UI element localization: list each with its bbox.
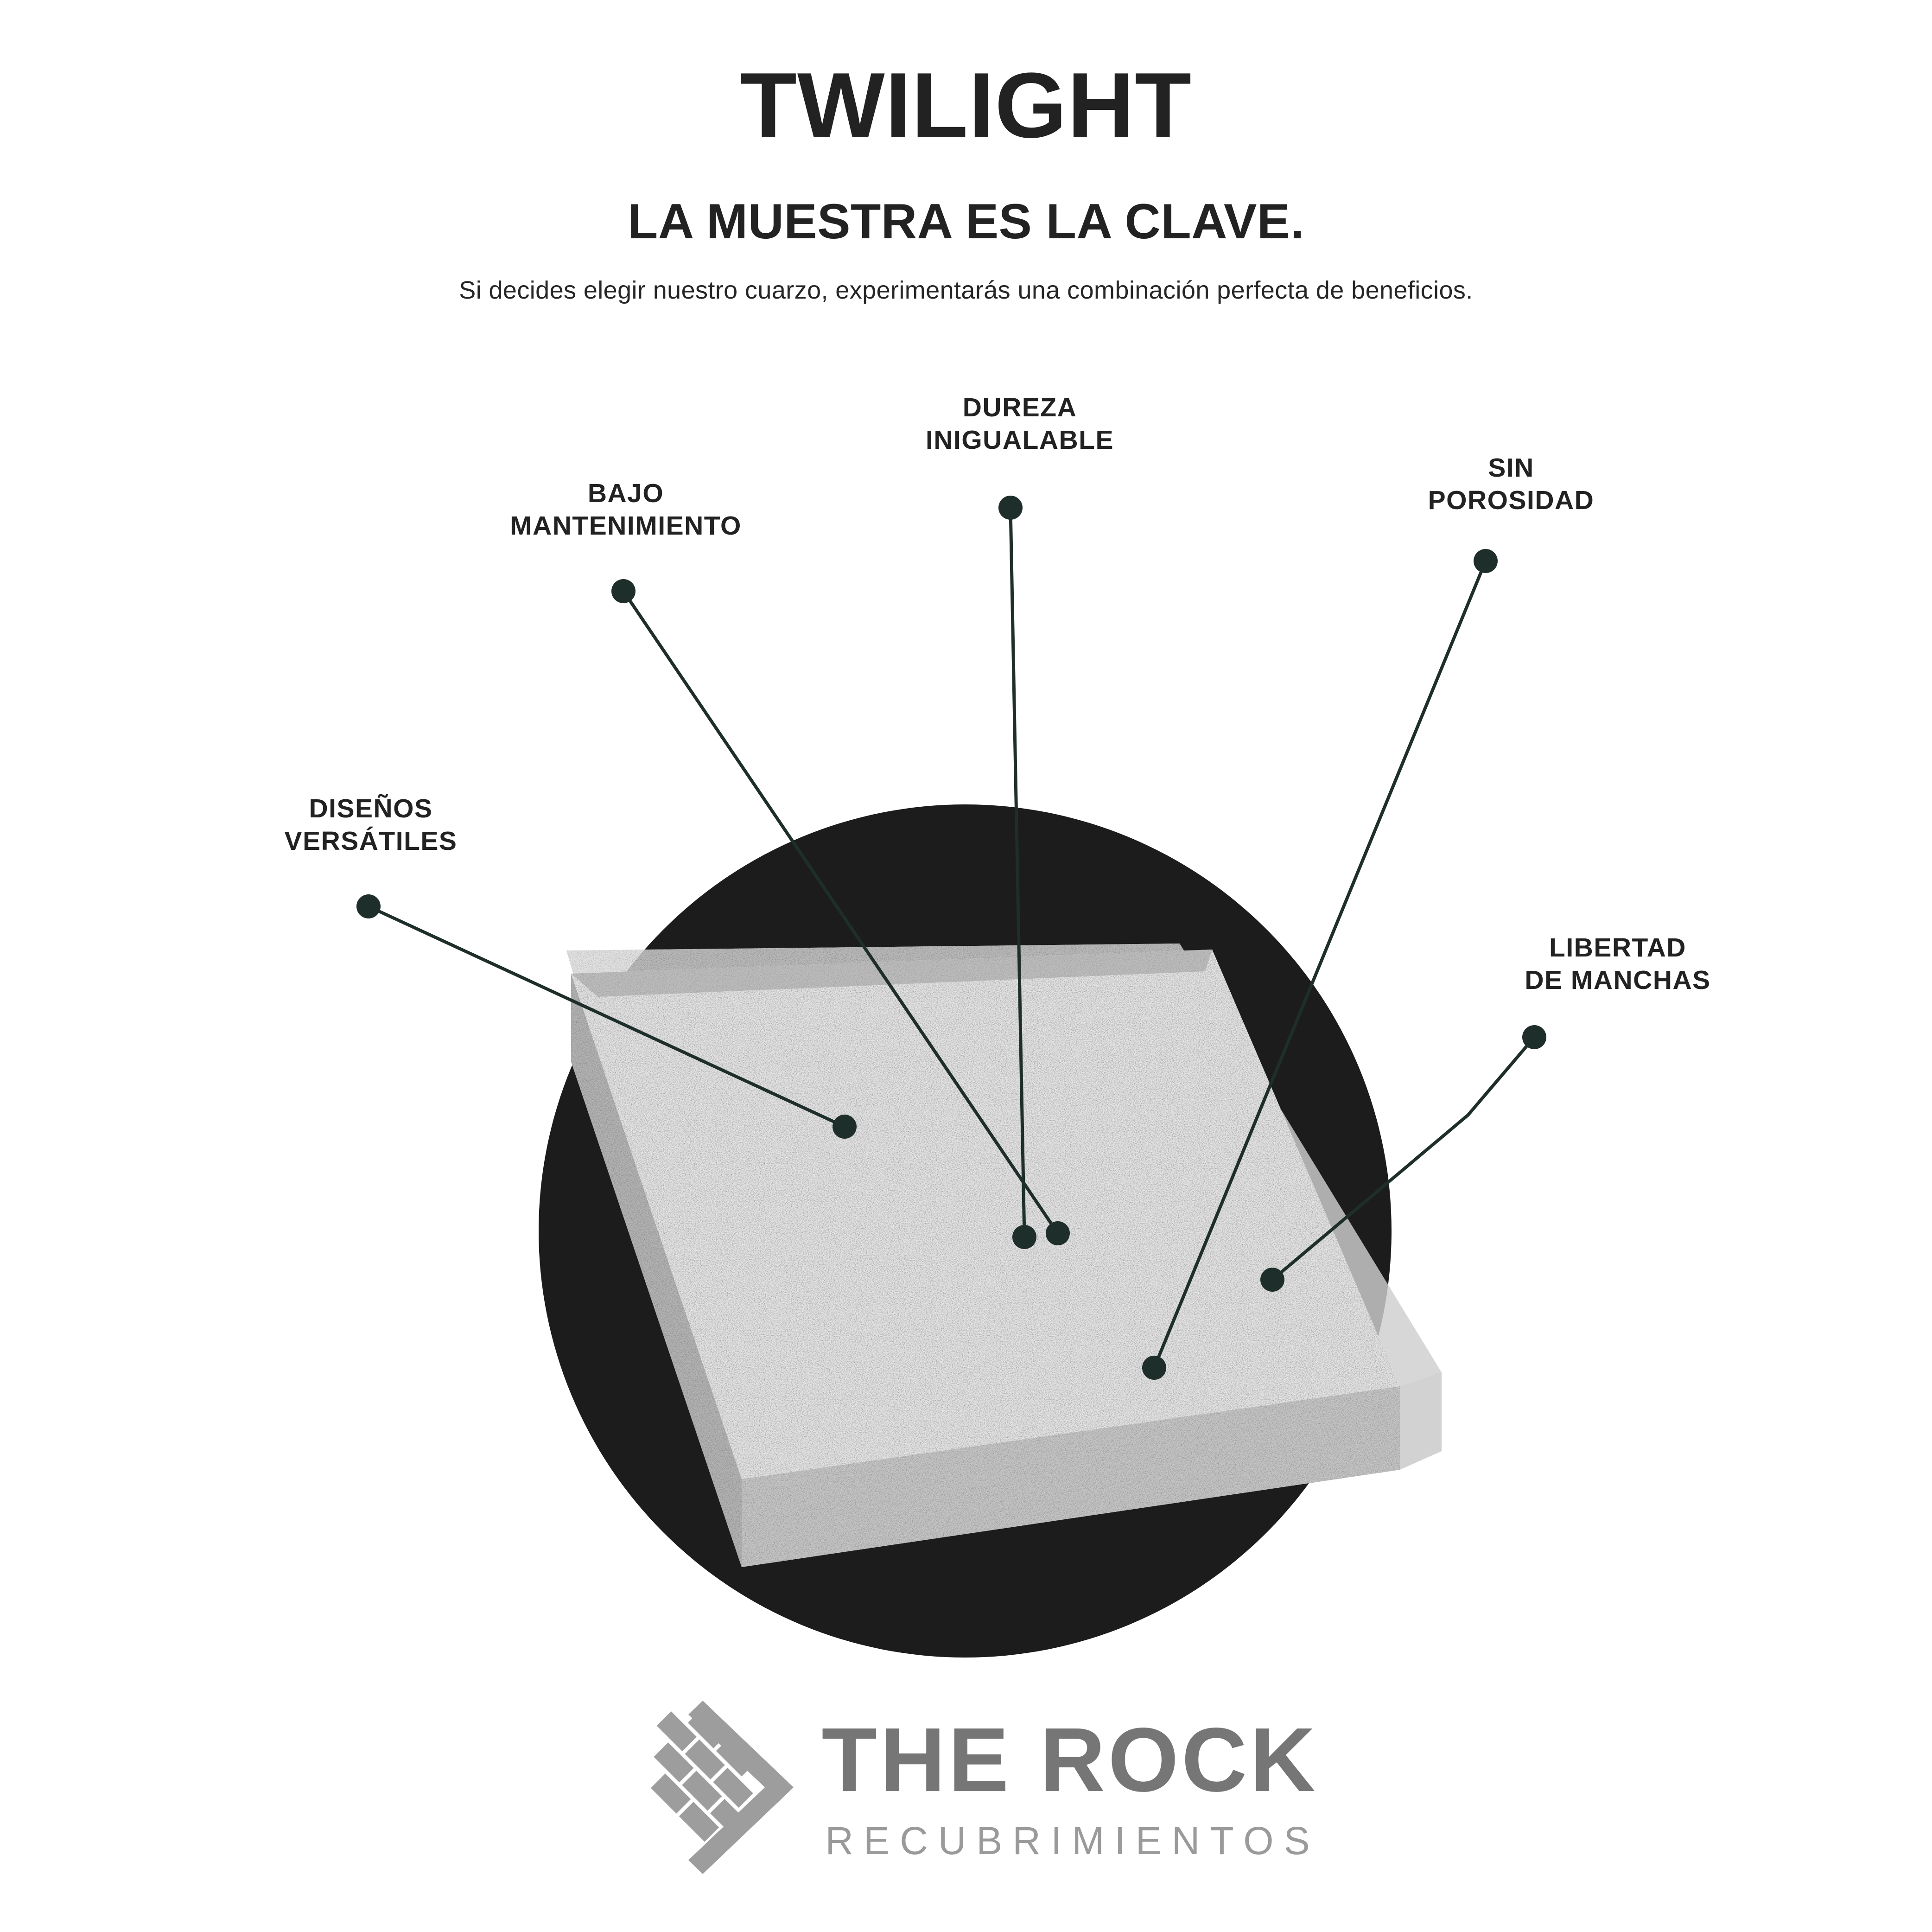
callout-dureza-inigualable: DUREZA INIGUALABLE xyxy=(926,393,1114,455)
dot-libertad-de-manchas xyxy=(1522,1025,1546,1049)
callout-bajo-mantenimiento: BAJO MANTENIMIENTO xyxy=(510,478,742,541)
dot-disenos-versatiles xyxy=(356,894,381,918)
connector-lines xyxy=(367,506,1536,1370)
connector-libertad-de-manchas xyxy=(1271,1035,1536,1282)
brand-wordmark: THE ROCK RECUBRIMIENTOS xyxy=(821,1709,1320,1862)
tip-dureza-inigualable xyxy=(1012,1225,1036,1249)
connector-dureza-inigualable xyxy=(1009,506,1026,1239)
header: TWILIGHT LA MUESTRA ES LA CLAVE. Si deci… xyxy=(0,0,1932,303)
dot-sin-porosidad xyxy=(1474,549,1498,573)
page-tagline: Si decides elegir nuestro cuarzo, experi… xyxy=(459,276,1473,304)
callout-libertad-de-manchas: LIBERTAD DE MANCHAS xyxy=(1525,933,1711,995)
tip-libertad-de-manchas xyxy=(1260,1268,1284,1292)
slab-left-face xyxy=(571,974,742,1567)
page-subtitle: LA MUESTRA ES LA CLAVE. xyxy=(628,193,1304,249)
slab-front-face xyxy=(742,1386,1400,1567)
connector-sin-porosidad xyxy=(1152,559,1487,1370)
brand-name: THE ROCK xyxy=(821,1709,1318,1811)
backdrop-circle xyxy=(539,804,1392,1658)
tip-sin-porosidad xyxy=(1142,1356,1166,1380)
brand-logo: THE ROCK RECUBRIMIENTOS xyxy=(0,1697,1932,1878)
slab-ghost xyxy=(566,944,1442,1484)
rhombus-tile-icon xyxy=(612,1697,797,1878)
connector-bajo-mantenimiento xyxy=(622,589,1060,1235)
callout-disenos-versatiles: DISEÑOS VERSÁTILES xyxy=(284,794,458,856)
anchor-dots xyxy=(356,496,1546,1380)
connector-disenos-versatiles xyxy=(367,905,846,1129)
brand-tagline: RECUBRIMIENTOS xyxy=(825,1819,1320,1862)
page-title: TWILIGHT xyxy=(740,54,1192,157)
tip-bajo-mantenimiento xyxy=(1046,1221,1070,1245)
callout-sin-porosidad: SIN POROSIDAD xyxy=(1428,453,1595,515)
slab-top-surface xyxy=(571,950,1400,1479)
slab-right-edge xyxy=(1400,1372,1442,1470)
tip-disenos-versatiles xyxy=(833,1115,857,1139)
dot-dureza-inigualable xyxy=(998,496,1023,520)
dot-bajo-mantenimiento xyxy=(611,579,636,603)
